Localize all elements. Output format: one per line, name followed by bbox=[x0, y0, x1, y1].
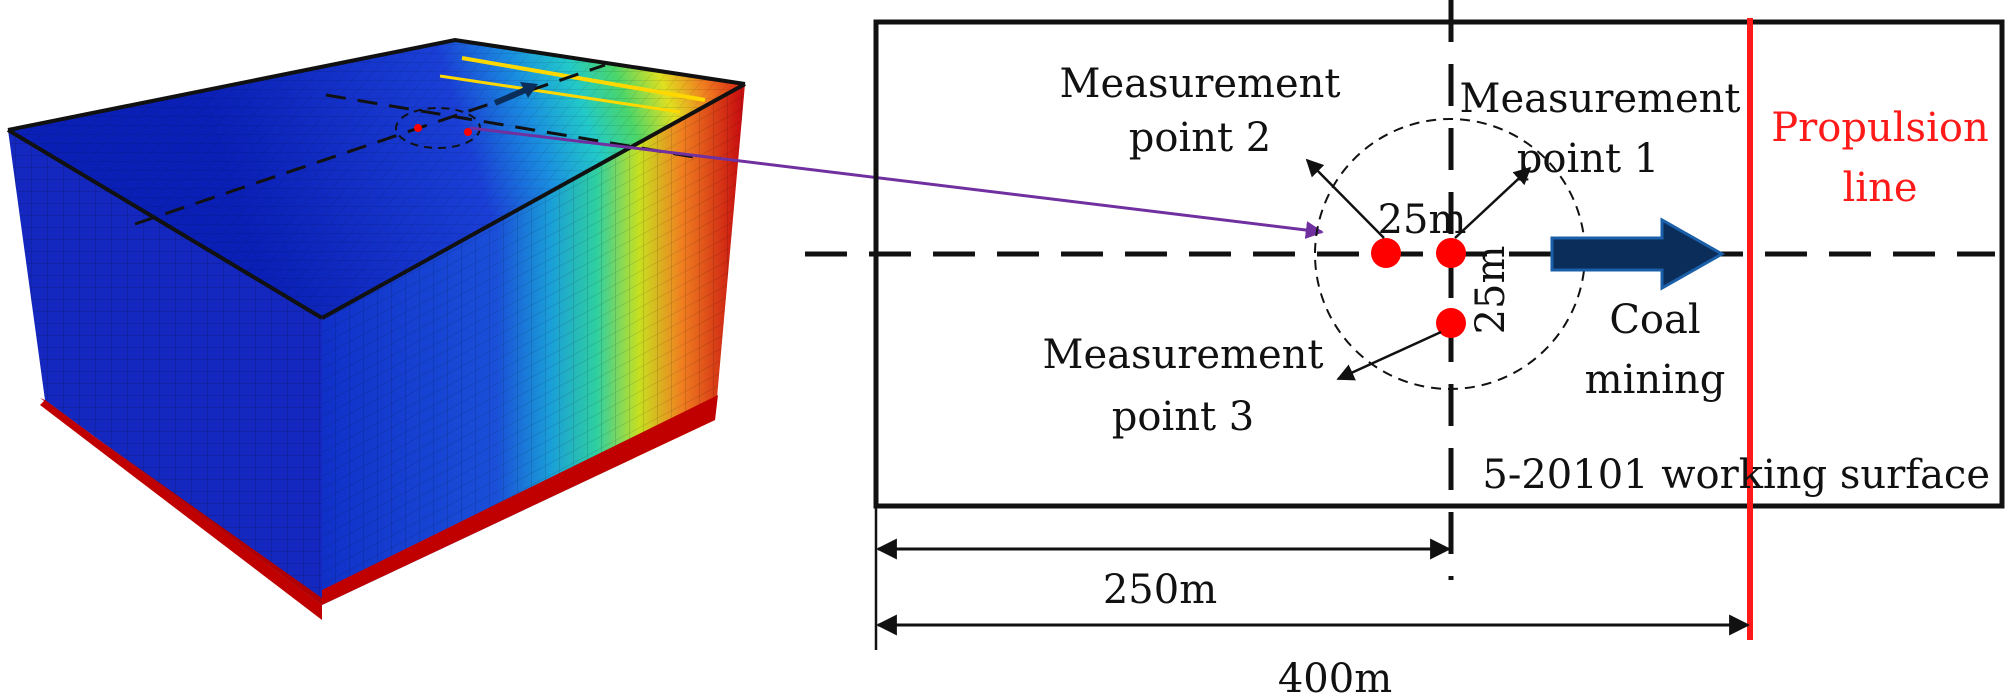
model-centerline-long bbox=[134, 63, 606, 226]
model-front-base bbox=[40, 400, 322, 620]
dimension-250-label: 250m bbox=[1103, 567, 1217, 613]
connector-arrow bbox=[469, 126, 1324, 239]
pointer-arrow-point-1 bbox=[1454, 166, 1532, 239]
working-surface-boundary bbox=[873, 19, 2005, 509]
model-measurement-dot-1 bbox=[414, 124, 422, 132]
model-yellow-line-1 bbox=[461, 56, 706, 102]
offset-vertical-label: 25m bbox=[1468, 246, 1514, 335]
measurement-point-1-dot bbox=[1436, 238, 1466, 268]
working-surface-label: 5-20101 working surface bbox=[1482, 452, 1990, 498]
model-side-base bbox=[322, 395, 718, 605]
offset-horizontal-label: 25m bbox=[1378, 197, 1467, 243]
model-mining-arrow bbox=[493, 85, 532, 106]
mesh-model bbox=[6, 37, 746, 620]
measurement-point-3-dot bbox=[1436, 308, 1466, 338]
measurement-point-2-dot bbox=[1371, 238, 1401, 268]
model-measurement-dot-2 bbox=[464, 128, 472, 136]
dimension-400-label: 400m bbox=[1278, 656, 1392, 700]
pointer-arrow-point-2 bbox=[1305, 158, 1385, 239]
coal-mining-arrow bbox=[1550, 217, 1726, 291]
model-yellow-line-2 bbox=[439, 74, 681, 114]
pointer-arrow-point-3 bbox=[1336, 330, 1442, 381]
